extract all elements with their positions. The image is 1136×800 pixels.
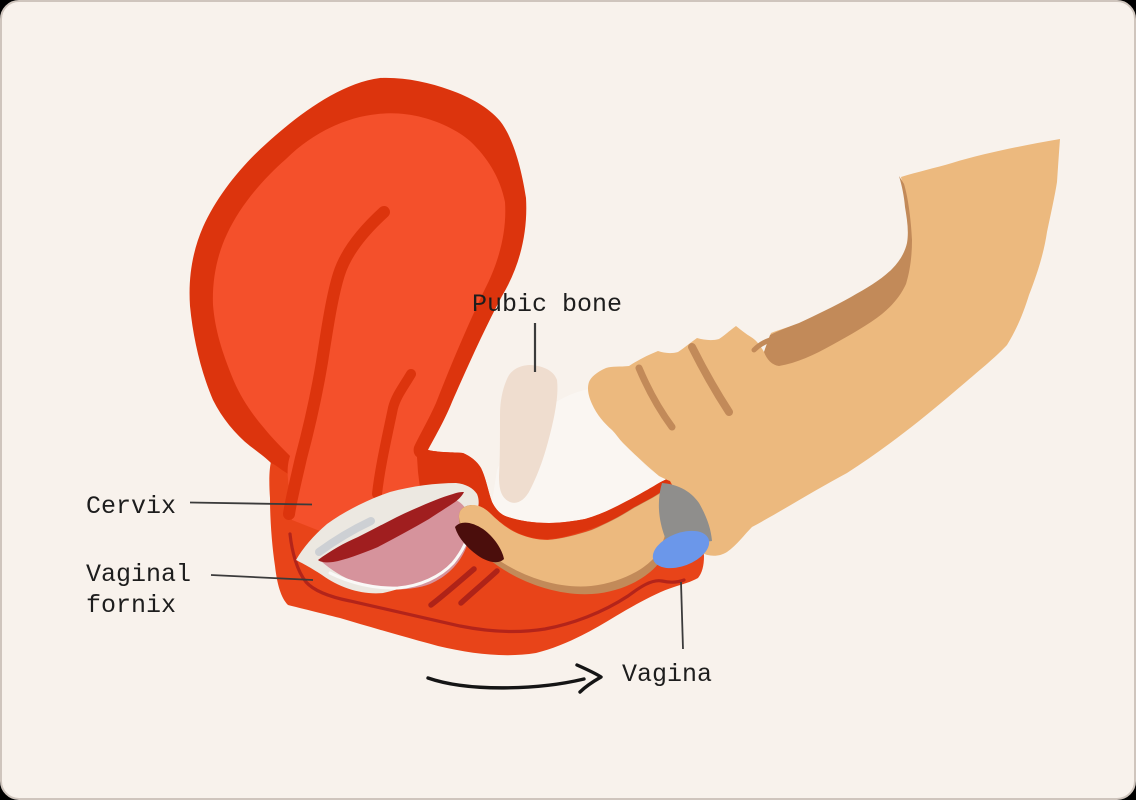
- svg-text:fornix: fornix: [86, 591, 176, 620]
- svg-text:Vagina: Vagina: [622, 660, 712, 689]
- svg-text:Cervix: Cervix: [86, 492, 176, 521]
- svg-text:Vaginal: Vaginal: [86, 560, 191, 589]
- svg-text:Pubic bone: Pubic bone: [472, 290, 622, 319]
